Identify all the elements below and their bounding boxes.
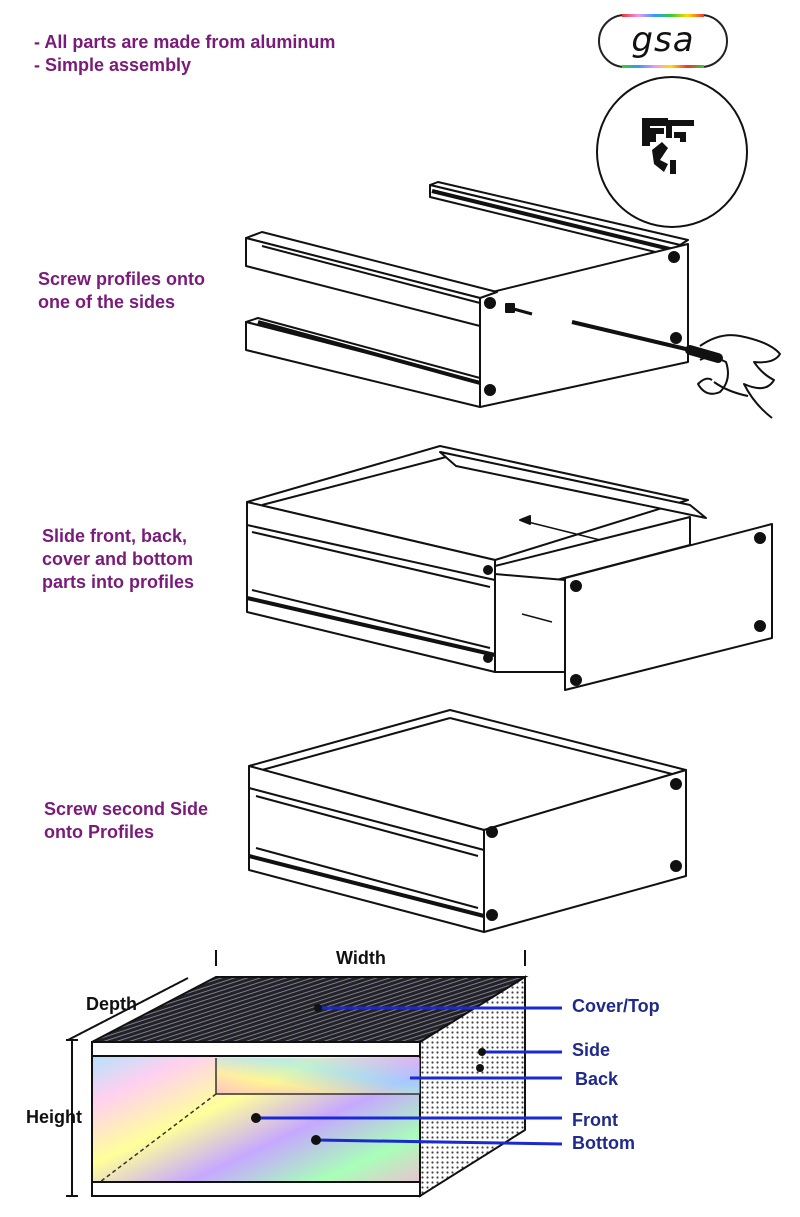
step-1-drawing [245, 181, 781, 419]
part-label-bottom: Bottom [572, 1133, 635, 1153]
logo-rainbow-bottom [622, 65, 704, 68]
step-2-drawing [246, 445, 773, 691]
step-3-line-1: Screw second Side [44, 799, 209, 819]
logo-text: gsa [631, 20, 695, 60]
part-label-side: Side [572, 1040, 611, 1060]
logo-rainbow-top [622, 14, 704, 17]
dimension-diagram [66, 950, 563, 1198]
intro-line-1: - All parts are made from aluminum [34, 32, 336, 52]
gsa-logo: gsa [598, 14, 728, 68]
step-2-line-3: parts into profiles [42, 572, 195, 592]
part-label-front: Front [572, 1110, 618, 1130]
height-label: Height [26, 1107, 82, 1127]
step-2-line-2: cover and bottom [42, 549, 194, 569]
depth-label: Depth [86, 994, 137, 1014]
step-2-line-1: Slide front, back, [42, 526, 188, 546]
intro-line-2: - Simple assembly [34, 55, 192, 75]
step-1-line-2: one of the sides [38, 292, 176, 312]
corner-detail-circle [596, 76, 748, 228]
part-label-back: Back [575, 1069, 619, 1089]
step-1-line-1: Screw profiles onto [38, 269, 206, 289]
part-label-cover-top: Cover/Top [572, 996, 660, 1016]
width-label: Width [336, 948, 386, 968]
step-3-drawing [248, 709, 687, 933]
step-3-line-2: onto Profiles [44, 822, 155, 842]
